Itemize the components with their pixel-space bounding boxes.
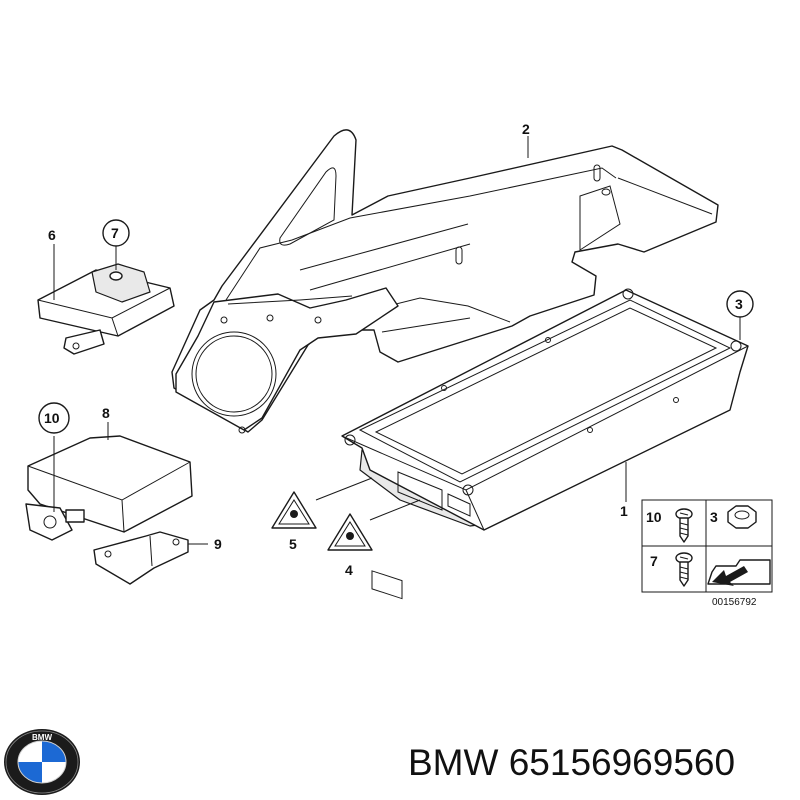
legend-item-3: 3 [710, 509, 718, 525]
module-part-8 [25, 435, 193, 541]
warning-label-part-5 [271, 491, 317, 529]
callout-6: 6 [48, 227, 56, 243]
brand-name: BMW [408, 742, 499, 783]
control-unit-part-1 [341, 288, 749, 600]
callout-5: 5 [289, 536, 297, 552]
screw-7-icon [675, 552, 693, 587]
bmw-logo-text: BMW [32, 733, 52, 742]
warning-label-part-4 [327, 513, 373, 551]
callout-1: 1 [620, 503, 628, 519]
diagram-code: 00156792 [712, 597, 757, 608]
callout-4: 4 [345, 562, 353, 578]
callout-10: 10 [44, 410, 60, 426]
callout-3-circle [726, 290, 754, 318]
mounting-bracket-part-2 [171, 129, 719, 434]
part-number: 65156969560 [508, 742, 736, 783]
callout-3: 3 [735, 296, 743, 312]
callout-7: 7 [111, 225, 119, 241]
module-part-6 [37, 263, 175, 355]
nut-3-icon [727, 505, 757, 529]
legend-item-10: 10 [646, 509, 662, 525]
callout-8: 8 [102, 405, 110, 421]
bmw-logo-quadrants [18, 741, 66, 783]
callout-2: 2 [522, 121, 530, 137]
callout-10-circle [38, 402, 70, 434]
bracket-part-9 [93, 531, 189, 585]
part-caption: BMW 65156969560 [408, 738, 735, 788]
legend-item-7: 7 [650, 553, 658, 569]
bmw-logo: BMW [4, 729, 80, 795]
leader-lines [53, 136, 741, 545]
direction-arrow-icon [707, 559, 771, 586]
callouts: 2 3 1 6 7 10 8 9 5 4 [38, 121, 754, 578]
callout-9: 9 [214, 536, 222, 552]
screw-10-icon [675, 508, 693, 543]
hardware-legend: 10 3 7 00156792 [641, 499, 773, 608]
callout-7-circle [102, 219, 130, 247]
